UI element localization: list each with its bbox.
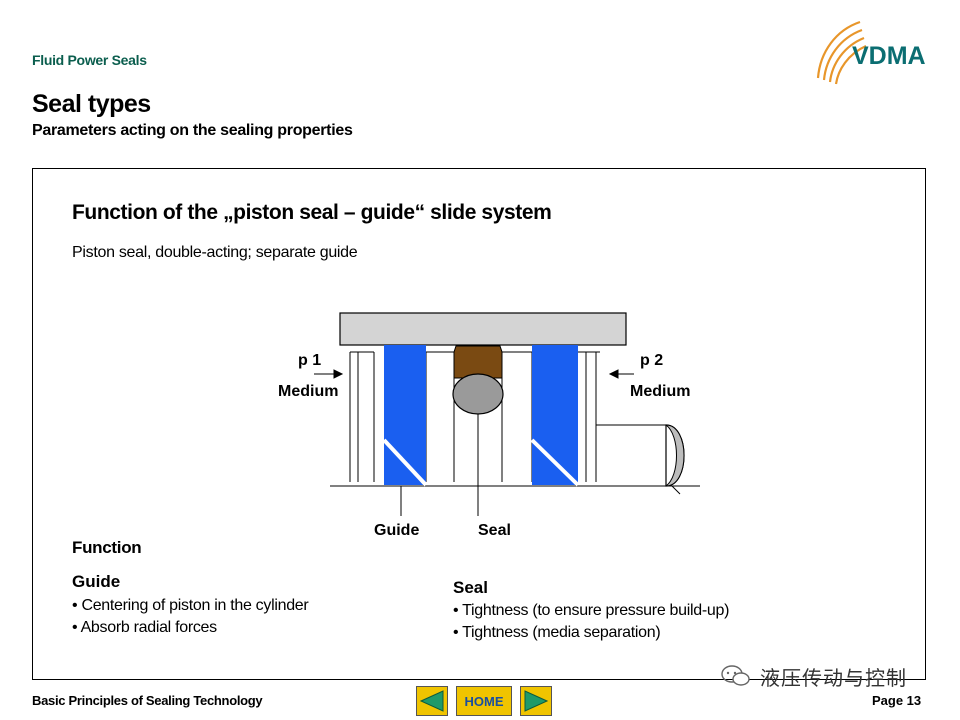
seal-label: Seal (478, 522, 511, 539)
wechat-icon (721, 665, 750, 686)
guide-ring-left (382, 345, 428, 487)
piston-rod (596, 424, 685, 495)
guide-bullet: • Centering of piston in the cylinder (72, 597, 309, 614)
arrow-left-icon (419, 690, 444, 712)
watermark-text: 液压传动与控制 (760, 668, 907, 690)
pressure-arrow-right-icon (608, 369, 634, 379)
home-button[interactable]: HOME (456, 686, 512, 716)
p2-label: p 2 (640, 352, 663, 369)
seal-bullet: • Tightness (to ensure pressure build-up… (453, 602, 730, 619)
medium-right-label: Medium (630, 383, 690, 400)
seal-heading: Seal (453, 578, 488, 597)
content-frame (32, 168, 926, 680)
slide-subtitle: Parameters acting on the sealing propert… (32, 122, 353, 139)
seal-bullet: • Tightness (media separation) (453, 624, 661, 641)
page-number: Page 13 (872, 693, 922, 708)
cylinder-wall (339, 312, 627, 346)
footer-course-title: Basic Principles of Sealing Technology (32, 693, 263, 708)
slide-title: Seal types (32, 90, 151, 118)
seal-cap (453, 345, 503, 379)
section-label: Fluid Power Seals (32, 52, 147, 68)
logo-text: VDMA (852, 42, 926, 70)
logo-swoosh-icon (816, 20, 867, 85)
frame-heading: Function of the „piston seal – guide“ sl… (72, 201, 552, 224)
medium-left-label: Medium (278, 383, 338, 400)
previous-page-button[interactable] (416, 686, 448, 716)
guide-ring-right (530, 345, 580, 487)
guide-label: Guide (374, 522, 419, 539)
guide-heading: Guide (72, 572, 121, 591)
arrow-right-icon (524, 690, 549, 712)
next-page-button[interactable] (520, 686, 552, 716)
guide-bullet: • Absorb radial forces (72, 619, 217, 636)
piston-seal-diagram: p 1 Medium p 2 Medium Guide Seal (278, 312, 700, 539)
p1-label: p 1 (298, 352, 321, 369)
function-heading: Function (72, 538, 142, 557)
o-ring (452, 373, 504, 415)
vdma-logo: VDMA (816, 20, 926, 85)
frame-subheading: Piston seal, double-acting; separate gui… (72, 244, 358, 261)
pressure-arrow-left-icon (314, 369, 344, 379)
